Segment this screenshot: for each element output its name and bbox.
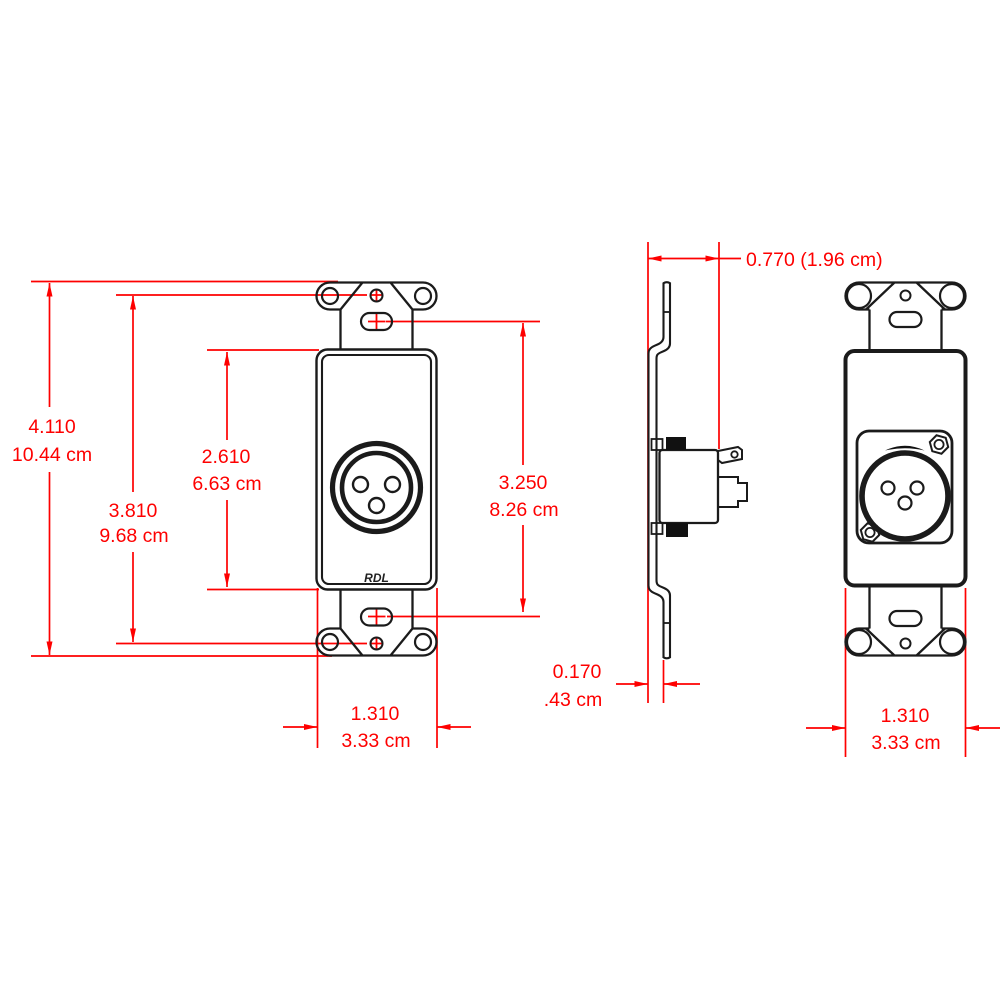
xlr-male-pin-2 bbox=[909, 480, 925, 496]
flange-screw-bottom-hex bbox=[859, 522, 881, 543]
front-top-left-ear-hole bbox=[320, 286, 340, 306]
rear-top-right-ear-hole bbox=[938, 282, 966, 310]
dim-front-width-cm: 3.33 cm bbox=[341, 730, 410, 752]
mount-step-bottom bbox=[650, 522, 664, 535]
front-top-mounting-slot bbox=[359, 311, 394, 332]
dim-slot-spacing-in: 3.250 bbox=[499, 472, 548, 494]
xlr-male-barrel bbox=[859, 450, 951, 542]
dim-rear-width-cm: 3.33 cm bbox=[871, 732, 940, 754]
rear-bottom-mounting-slot bbox=[888, 609, 923, 628]
rear-plate-outline bbox=[843, 349, 968, 588]
xlr-female-pin-3 bbox=[367, 496, 386, 515]
mount-step-top bbox=[650, 438, 664, 451]
rear-top-mounting-slot bbox=[888, 310, 923, 329]
front-bottom-mounting-ears bbox=[315, 589, 438, 657]
rear-view bbox=[843, 281, 968, 657]
xlr-male-connector bbox=[855, 429, 954, 545]
dim-mount-hole-spacing-cm: 9.68 cm bbox=[99, 525, 168, 547]
rear-bottom-left-ear-hole bbox=[845, 628, 873, 656]
brand-label: RDL bbox=[364, 571, 389, 585]
side-view bbox=[647, 281, 748, 660]
front-top-screw-hole bbox=[369, 288, 384, 303]
front-view: RDL bbox=[315, 281, 438, 657]
xlr-female-inner-ring bbox=[339, 450, 414, 525]
dim-slot-spacing-cm: 8.26 cm bbox=[489, 499, 558, 521]
flange-screw-top-hex bbox=[928, 434, 950, 455]
xlr-female-connector bbox=[329, 440, 424, 535]
xlr-male-pin-3 bbox=[897, 495, 913, 511]
dim-overall-height-in: 4.110 bbox=[28, 416, 76, 438]
front-plate-outline bbox=[315, 348, 438, 591]
dim-front-width-in: 1.310 bbox=[351, 703, 400, 725]
front-bottom-mounting-slot bbox=[359, 607, 394, 627]
solder-lug-hole bbox=[730, 450, 739, 459]
front-top-right-ear-hole bbox=[413, 286, 433, 306]
xlr-male-pin-1 bbox=[880, 480, 896, 496]
center-cross-marks bbox=[368, 289, 386, 649]
xlr-male-keyway-flat bbox=[885, 445, 925, 451]
dimension-opening-height: 2.610 6.63 cm bbox=[192, 352, 262, 587]
dim-opening-height-cm: 6.63 cm bbox=[192, 473, 261, 495]
dimension-front-width: 1.310 3.33 cm bbox=[283, 588, 471, 752]
rear-top-mounting-ears bbox=[844, 281, 967, 351]
xlr-male-flange bbox=[855, 429, 954, 545]
dim-rear-width-in: 1.310 bbox=[881, 705, 930, 727]
side-plate-profile bbox=[647, 281, 672, 660]
dim-thickness-cm: .43 cm bbox=[544, 689, 603, 711]
side-xlr-connector-body bbox=[650, 437, 748, 537]
dim-depth-label: 0.770 (1.96 cm) bbox=[746, 249, 883, 271]
rear-bottom-mounting-ears bbox=[844, 585, 967, 657]
front-bottom-left-ear-hole bbox=[320, 632, 340, 652]
front-bottom-right-ear-hole bbox=[413, 632, 433, 652]
connector-housing bbox=[658, 448, 720, 525]
rear-top-left-ear-hole bbox=[845, 282, 873, 310]
flange-screw-top-center bbox=[933, 438, 945, 450]
dimension-slot-spacing: 3.250 8.26 cm bbox=[489, 323, 559, 612]
rear-bottom-screw-hole bbox=[899, 637, 912, 650]
xlr-female-pin-2 bbox=[351, 475, 370, 494]
mount-clip-bottom bbox=[666, 523, 688, 537]
dimension-thickness: 0.170 .43 cm bbox=[544, 660, 700, 711]
solder-lug-lower bbox=[717, 476, 748, 508]
mount-clip-top bbox=[666, 437, 686, 450]
rear-top-screw-hole bbox=[899, 289, 912, 302]
flange-screw-bottom-center bbox=[864, 527, 876, 539]
dimension-rear-width: 1.310 3.33 cm bbox=[806, 588, 1000, 757]
dimension-mount-hole-spacing: 3.810 9.68 cm bbox=[99, 296, 169, 642]
dim-thickness-in: 0.170 bbox=[553, 661, 602, 683]
front-bottom-screw-hole bbox=[369, 636, 384, 651]
dim-overall-height-cm: 10.44 cm bbox=[12, 444, 92, 466]
dimension-lines: 4.110 10.44 cm 3.810 9.68 cm 2.610 6.63 … bbox=[12, 242, 1000, 757]
dim-opening-height-in: 2.610 bbox=[202, 446, 251, 468]
rear-bottom-right-ear-hole bbox=[938, 628, 966, 656]
dimension-overall-height: 4.110 10.44 cm bbox=[12, 283, 92, 655]
dim-mount-hole-spacing-in: 3.810 bbox=[109, 500, 158, 522]
front-top-mounting-ears bbox=[315, 281, 438, 350]
xlr-female-outer-ring bbox=[329, 440, 424, 535]
front-plate-inner-outline bbox=[320, 353, 433, 586]
solder-lug-upper bbox=[717, 445, 743, 465]
xlr-female-pin-1 bbox=[383, 475, 402, 494]
